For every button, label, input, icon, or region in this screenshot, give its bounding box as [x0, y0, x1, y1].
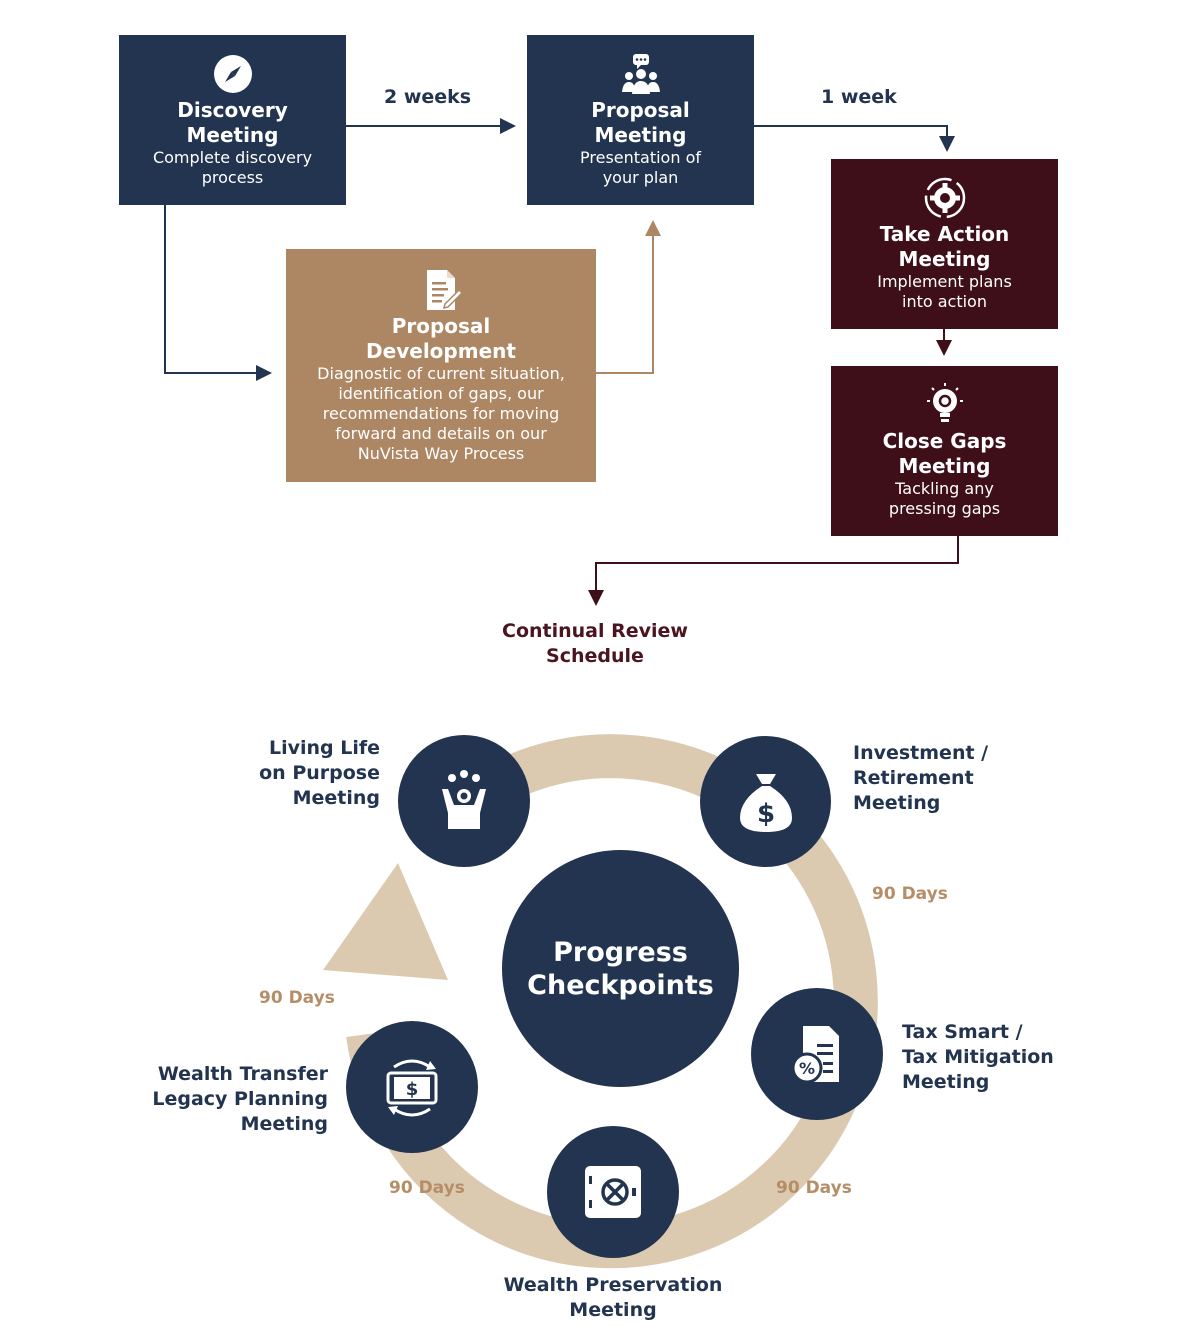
discovery-meeting-box: Discovery Meeting Complete discovery pro…: [119, 35, 346, 205]
money-transfer-icon: $: [386, 1059, 438, 1117]
proposal-meeting-title: Proposal Meeting: [591, 98, 690, 147]
living-life-label: Living Life on Purpose Meeting: [259, 737, 380, 809]
safe-icon: [585, 1166, 641, 1218]
center-title: Progress Checkpoints: [527, 936, 714, 1001]
money-bag-icon: $: [739, 773, 792, 832]
interval-1-week: 1 week: [821, 86, 897, 108]
people-chat-icon: [621, 54, 660, 94]
wealth-preservation-circle: [547, 1126, 679, 1258]
wealth-transfer-circle: $: [346, 1021, 478, 1153]
gear-icon: [924, 177, 965, 219]
person-celebrate-icon: [442, 770, 486, 829]
take-action-meeting-box: Take Action Meeting Implement plans into…: [831, 159, 1058, 329]
wealth-preservation-label: Wealth Preservation Meeting: [503, 1274, 723, 1321]
proposal-meeting-desc: Presentation of your plan: [580, 148, 701, 187]
close-gaps-title: Close Gaps Meeting: [882, 429, 1007, 478]
days-label-3: 90 Days: [389, 1178, 465, 1198]
arrow-proposal-to-action: [754, 125, 955, 152]
tax-smart-label: Tax Smart / Tax Mitigation Meeting: [902, 1021, 1054, 1093]
svg-text:$: $: [406, 1079, 419, 1100]
discovery-desc: Complete discovery process: [152, 148, 313, 187]
arrow-development-to-proposal: [596, 220, 661, 374]
compass-icon: [213, 55, 252, 93]
take-action-title: Take Action Meeting: [879, 222, 1010, 271]
take-action-desc: Implement plans into action: [877, 272, 1012, 311]
investment-circle: $: [700, 736, 831, 867]
proposal-meeting-box: Proposal Meeting Presentation of your pl…: [527, 35, 754, 205]
continual-review-label: Continual Review Schedule: [502, 620, 688, 667]
document-pen-icon: [427, 269, 463, 310]
lightbulb-gear-icon: [926, 383, 963, 422]
proposal-development-title: Proposal Development: [366, 313, 516, 363]
proposal-development-desc: Diagnostic of current situation, identif…: [317, 363, 565, 463]
svg-text:$: $: [756, 799, 774, 829]
living-life-circle: [398, 735, 530, 867]
investment-label: Investment / Retirement Meeting: [853, 742, 989, 814]
svg-text:%: %: [799, 1059, 815, 1078]
days-label-1: 90 Days: [872, 884, 948, 904]
wealth-transfer-label: Wealth Transfer Legacy Planning Meeting: [152, 1063, 328, 1135]
discovery-title: Discovery Meeting: [177, 98, 288, 147]
close-gaps-meeting-box: Close Gaps Meeting Tackling any pressing…: [831, 366, 1058, 536]
close-gaps-desc: Tackling any pressing gaps: [888, 479, 1001, 518]
arrow-discovery-to-development: [164, 205, 272, 381]
arrow-gaps-to-review: [588, 536, 959, 606]
days-label-2: 90 Days: [776, 1178, 852, 1198]
interval-2-weeks: 2 weeks: [384, 86, 472, 108]
days-label-4: 90 Days: [259, 988, 335, 1008]
cycle-arrow-head: [323, 863, 448, 980]
proposal-development-box: Proposal Development Diagnostic of curre…: [286, 249, 596, 482]
tax-document-icon: %: [791, 1026, 839, 1084]
tax-smart-circle: %: [751, 988, 883, 1120]
progress-checkpoints-center: Progress Checkpoints: [502, 850, 739, 1087]
